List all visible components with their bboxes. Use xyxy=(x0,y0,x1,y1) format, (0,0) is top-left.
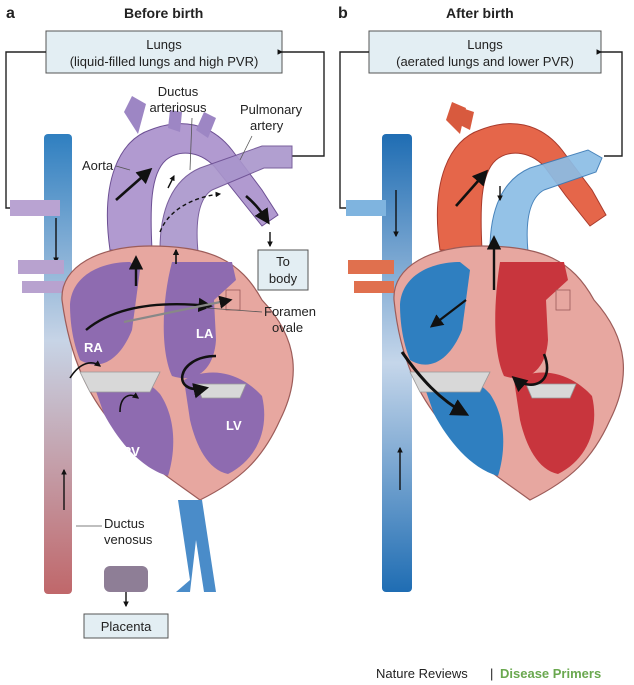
ra-label: RA xyxy=(84,340,103,355)
vena-cava-after xyxy=(382,134,412,592)
right-ventricle-after xyxy=(422,374,504,476)
panel-a-title: Before birth xyxy=(124,5,203,21)
pulmonary-artery-line2: artery xyxy=(250,118,284,133)
rv-small-arrow xyxy=(119,392,140,413)
rv-label: RV xyxy=(122,444,140,459)
tricuspid-valve-after xyxy=(409,371,491,393)
credit-series: Disease Primers xyxy=(500,666,601,681)
foramen-ovale-leader xyxy=(205,307,263,313)
aortic-branch-1-before xyxy=(124,96,146,134)
la-label: LA xyxy=(196,326,214,341)
left-atrium-before xyxy=(163,262,236,379)
foramen-ovale-closed-after xyxy=(555,289,571,311)
placenta-vessel-before xyxy=(104,566,148,592)
lv-label: LV xyxy=(226,418,242,433)
la-swirl-arrow-after xyxy=(511,353,549,393)
ra-small-arrow xyxy=(69,360,102,379)
aorta-leader xyxy=(115,165,131,171)
lungs-box-after-line1: Lungs xyxy=(467,37,503,52)
panel-a-letter: a xyxy=(6,5,15,22)
ductus-arteriosus-line1: Ductus xyxy=(158,84,199,99)
mitral-valve-before xyxy=(195,383,247,399)
arch-small-arrow xyxy=(167,174,175,189)
lungs-box-before-line1: Lungs xyxy=(146,37,182,52)
placenta-label: Placenta xyxy=(101,619,152,634)
foramen-ovale-line1: Foramen xyxy=(264,304,316,319)
panel-b-title: After birth xyxy=(446,5,514,21)
aortic-branch-3-before xyxy=(196,112,216,138)
pulmonary-artery-line1: Pulmonary xyxy=(240,102,303,117)
panel-b-letter: b xyxy=(338,5,348,22)
aortic-branch-2-before xyxy=(168,110,182,132)
lungs-box-after-line2: (aerated lungs and lower PVR) xyxy=(396,54,574,69)
aorta-label: Aorta xyxy=(82,158,114,173)
aortic-branch-1-after xyxy=(446,102,466,134)
pulmonary-vein-upper-after xyxy=(348,260,394,274)
aorta-flow-arrow xyxy=(115,167,153,201)
right-atrium-before xyxy=(70,262,140,365)
lungs-supply-line-before xyxy=(277,49,325,157)
ductus-dashed-flow xyxy=(159,191,222,233)
ra-to-rv-arrow-after xyxy=(400,351,470,416)
credit-journal: Nature Reviews xyxy=(376,666,468,681)
umbilical-arteries-before xyxy=(176,500,216,592)
pulmonary-vein-lower-after xyxy=(354,281,394,293)
pulmonary-vein-top-before xyxy=(10,200,60,216)
aorta-flow-arrow-after xyxy=(455,169,489,207)
pulmonary-artery-before xyxy=(159,145,293,253)
credit-separator: | xyxy=(490,666,493,681)
lungs-supply-line-after xyxy=(596,49,623,157)
pulmonary-vein-upper-before xyxy=(18,260,64,274)
shunt-grey-arrow xyxy=(123,295,233,324)
to-body-box xyxy=(257,249,309,291)
aortic-branch-2-after xyxy=(458,108,474,130)
ductus-arteriosus-leader xyxy=(189,117,193,171)
pulmonary-artery-after xyxy=(489,149,603,253)
ductus-venosus-line1: Ductus xyxy=(104,516,145,531)
descending-aorta-arrow xyxy=(245,195,270,225)
placenta-box xyxy=(83,613,169,639)
ductus-venosus-line2: venosus xyxy=(104,532,153,547)
panel-a: a Before birth Lungs (liquid-filled lung… xyxy=(5,5,325,639)
mitral-valve-after xyxy=(525,383,577,399)
vena-cava-before xyxy=(44,134,72,594)
pulmonary-vein-lower-before xyxy=(22,281,64,293)
lungs-box-before-line2: (liquid-filled lungs and high PVR) xyxy=(70,54,259,69)
tricuspid-valve-before xyxy=(79,371,161,393)
la-swirl-arrow xyxy=(180,354,217,399)
foramen-ovale-line2: ovale xyxy=(272,320,303,335)
to-body-line2: body xyxy=(269,271,298,286)
left-atrium-after xyxy=(495,262,568,379)
ra-inflow-arrow-after xyxy=(429,299,467,328)
to-body-line1: To xyxy=(276,254,290,269)
foramen-flow-arrow xyxy=(85,297,213,331)
panel-b: b After birth Lungs (aerated lungs and l… xyxy=(338,5,625,592)
lungs-box-before xyxy=(45,30,283,74)
credit-line: Nature Reviews | Disease Primers xyxy=(376,666,601,681)
pulmonary-vein-top-after xyxy=(346,200,386,216)
lungs-return-line-before xyxy=(5,51,46,209)
lungs-return-line-after xyxy=(339,51,369,209)
lungs-box-after xyxy=(368,30,602,74)
pulmonary-artery-leader xyxy=(239,135,253,161)
right-ventricle-before xyxy=(92,374,174,476)
right-atrium-after xyxy=(400,262,470,365)
ductus-arteriosus-line2: arteriosus xyxy=(149,100,207,115)
